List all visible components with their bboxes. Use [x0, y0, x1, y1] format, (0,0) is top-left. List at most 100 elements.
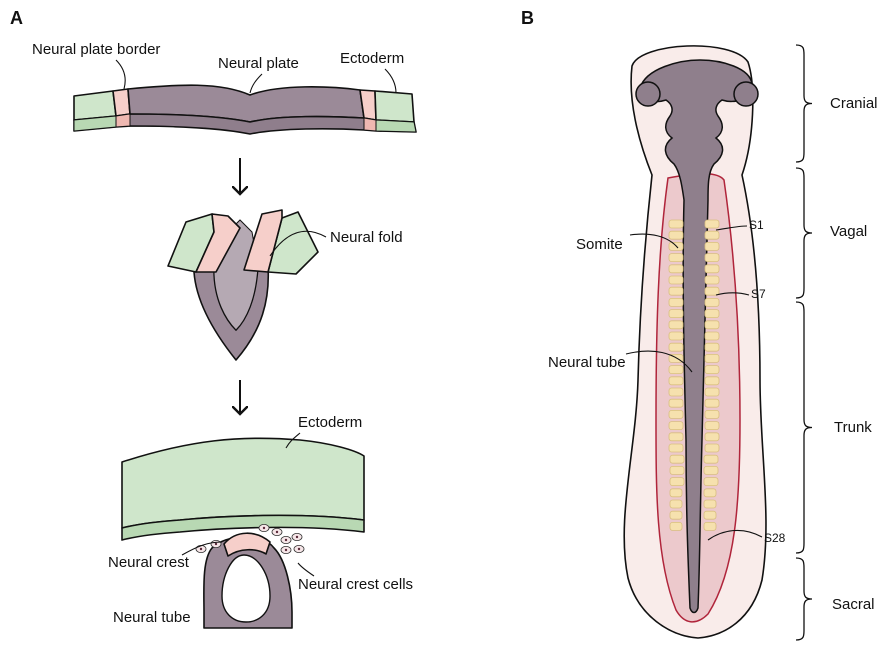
- ectoderm-sheet: [122, 438, 364, 528]
- somite: [705, 276, 719, 284]
- ectoderm-left-top: [74, 91, 116, 120]
- somite: [670, 522, 682, 530]
- somite: [704, 500, 716, 508]
- somite: [669, 410, 683, 418]
- neural-crest-cell-nucleus: [215, 543, 217, 545]
- somite: [705, 287, 719, 295]
- somite: [669, 276, 683, 284]
- neural-fold-label: Neural fold: [330, 229, 403, 246]
- panel-b-label: B: [521, 8, 534, 28]
- somite: [669, 231, 683, 239]
- somite: [669, 310, 683, 318]
- ectoderm-right-top: [375, 91, 414, 122]
- somite: [669, 366, 683, 374]
- somite: [670, 466, 684, 474]
- border-left-front: [116, 114, 130, 127]
- somite: [704, 455, 718, 463]
- somite: [705, 321, 719, 329]
- somite: [670, 500, 682, 508]
- region-vagal: Vagal: [830, 223, 867, 240]
- somite: [705, 433, 719, 441]
- somite: [704, 478, 718, 486]
- somite: [705, 377, 719, 385]
- somite: [705, 310, 719, 318]
- somite: [705, 220, 719, 228]
- optic-vesicle-right: [734, 82, 758, 106]
- neural-plate-border-left: [113, 89, 130, 116]
- somite: [669, 422, 683, 430]
- ectoderm-top-leader: [385, 69, 396, 93]
- region-brace: [796, 302, 812, 553]
- neural-crest-cells-leader: [298, 563, 314, 576]
- neural-plate-border-label: Neural plate border: [32, 41, 160, 58]
- somite: [669, 444, 683, 452]
- neural-crest-cell-nucleus: [276, 531, 278, 533]
- region-trunk: Trunk: [834, 419, 872, 436]
- somite: [669, 433, 683, 441]
- somite: [669, 399, 683, 407]
- neural-crest-cell-nucleus: [285, 549, 287, 551]
- neural-tube-label-b: Neural tube: [548, 354, 626, 371]
- neural-crest-label: Neural crest: [108, 554, 190, 571]
- somite: [669, 220, 683, 228]
- region-sacral: Sacral: [832, 596, 875, 613]
- neural-plate-leader: [250, 74, 262, 93]
- region-brace: [796, 558, 812, 640]
- neural-crest-cell-nucleus: [200, 548, 202, 550]
- somite-marker-s1: S1: [749, 218, 764, 232]
- neural-plate-label: Neural plate: [218, 55, 299, 72]
- somite: [705, 298, 719, 306]
- somite: [705, 422, 719, 430]
- somite: [670, 455, 684, 463]
- region-brace: [796, 45, 812, 162]
- somite: [705, 444, 719, 452]
- somite: [670, 489, 682, 497]
- somite-marker-s28: S28: [764, 531, 786, 545]
- somite: [669, 332, 683, 340]
- neural-crest-cells-label: Neural crest cells: [298, 576, 413, 593]
- somite: [704, 522, 716, 530]
- somite: [670, 511, 682, 519]
- somite: [704, 466, 718, 474]
- neural-tube-stage: [122, 438, 364, 628]
- region-braces: [796, 45, 812, 640]
- neural-crest-cell-nucleus: [263, 527, 265, 529]
- ectoderm-right-front: [376, 120, 416, 132]
- ectoderm-bottom-label: Ectoderm: [298, 414, 362, 431]
- somite: [705, 366, 719, 374]
- region-cranial: Cranial: [830, 95, 878, 112]
- somite: [705, 231, 719, 239]
- neural-crest-cell-nucleus: [298, 548, 300, 550]
- somite: [705, 343, 719, 351]
- somite: [704, 511, 716, 519]
- optic-vesicle-left: [636, 82, 660, 106]
- panel-a-label: A: [10, 8, 23, 28]
- ectoderm-top-label: Ectoderm: [340, 50, 404, 67]
- somite: [705, 242, 719, 250]
- border-right-front: [364, 118, 376, 131]
- somite: [704, 489, 716, 497]
- somite: [705, 388, 719, 396]
- somite: [669, 321, 683, 329]
- somite: [669, 388, 683, 396]
- somite: [705, 254, 719, 262]
- somite-label: Somite: [576, 236, 623, 253]
- somite: [705, 265, 719, 273]
- somite-marker-s7: S7: [751, 287, 766, 301]
- region-brace: [796, 168, 812, 298]
- neural-tube-label-a: Neural tube: [113, 609, 191, 626]
- somite: [705, 354, 719, 362]
- somite: [669, 287, 683, 295]
- somite: [705, 410, 719, 418]
- somite: [669, 343, 683, 351]
- neural-plate-stage: [74, 85, 416, 134]
- neural-crest-cell-nucleus: [296, 536, 298, 538]
- neural-crest-cell-nucleus: [285, 539, 287, 541]
- somite: [670, 478, 684, 486]
- somite: [669, 265, 683, 273]
- somite: [669, 377, 683, 385]
- embryo: [624, 46, 766, 638]
- somite: [705, 332, 719, 340]
